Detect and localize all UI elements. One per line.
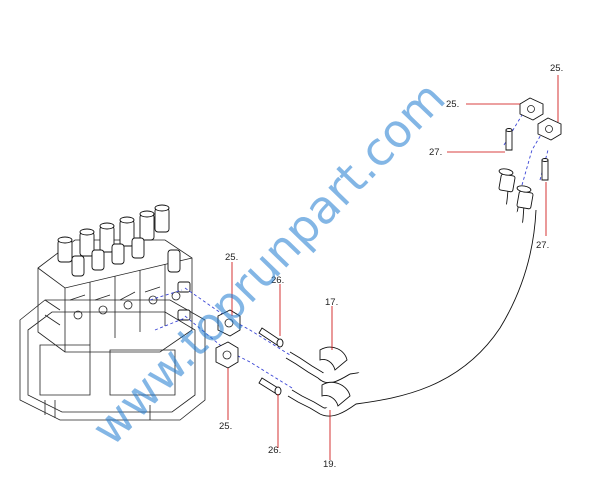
callout-26-lower: 26. [268, 445, 281, 456]
callout-17: 17. [325, 297, 338, 308]
bolt-top-right [541, 158, 549, 181]
callout-25-top-right: 25. [550, 63, 563, 74]
bolt-lower [258, 377, 282, 396]
hose-19 [287, 185, 537, 417]
flange-top-left [519, 97, 544, 121]
flange-top-right [537, 117, 562, 141]
callout-25-top-left: 25. [446, 99, 459, 110]
leader-lines [227, 75, 559, 460]
callout-26-upper: 26. [271, 275, 284, 286]
callout-27-right: 27. [536, 240, 549, 251]
flange-lower [215, 341, 239, 369]
callout-19: 19. [323, 459, 336, 470]
lower-fittings [215, 309, 284, 396]
callout-numbers: 25. 25. 27. 27. 25. 26. 17. 25. 26. 19. [219, 63, 563, 470]
hose-17 [285, 168, 521, 384]
bolt-upper [258, 327, 284, 348]
flange-upper [217, 309, 241, 337]
upper-fittings [505, 97, 562, 181]
callout-25-left-lower: 25. [219, 421, 232, 432]
watermark-text: www.toprunpart.com [81, 71, 455, 456]
callout-27-top: 27. [429, 147, 442, 158]
callout-25-left-upper: 25. [225, 252, 238, 263]
control-valve-assembly [19, 204, 206, 421]
bolt-top-left [505, 128, 513, 151]
